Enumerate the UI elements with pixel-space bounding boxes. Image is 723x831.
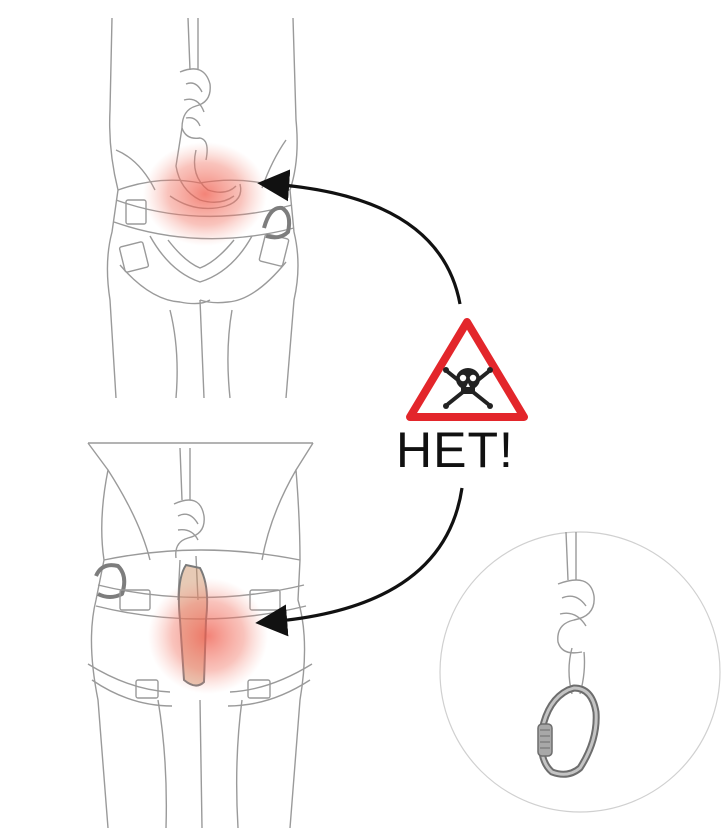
warning-label: НЕТ! (396, 423, 546, 477)
arrow-to-top-figure (270, 184, 460, 304)
arrow-to-bottom-figure (268, 488, 462, 622)
top-danger-glow (143, 142, 267, 246)
bottom-danger-glow (148, 578, 268, 694)
